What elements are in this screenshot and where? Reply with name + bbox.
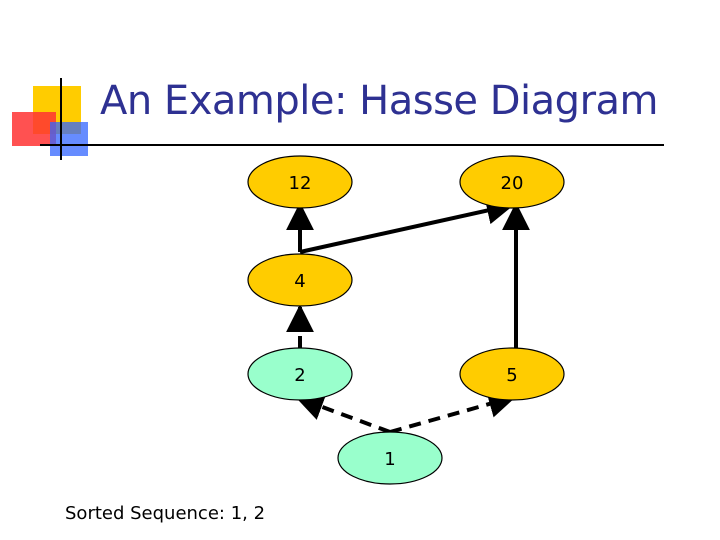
edge-n1-n2 bbox=[295, 393, 391, 434]
edge-n4-n20 bbox=[299, 196, 515, 254]
node-1-label: 1 bbox=[384, 449, 395, 470]
deco-red-square bbox=[12, 112, 56, 146]
edge-n1-n5 bbox=[389, 390, 517, 434]
node-12: 12 bbox=[247, 155, 353, 209]
deco-blue-square bbox=[50, 122, 88, 156]
node-5-label: 5 bbox=[506, 365, 517, 386]
node-2-label: 2 bbox=[294, 365, 305, 386]
node-20-label: 20 bbox=[501, 173, 524, 194]
node-5-shape bbox=[459, 347, 565, 401]
node-5: 5 bbox=[459, 347, 565, 401]
node-20-shape bbox=[459, 155, 565, 209]
node-4-label: 4 bbox=[294, 271, 305, 292]
node-12-label: 12 bbox=[289, 173, 312, 194]
node-12-shape bbox=[247, 155, 353, 209]
node-2-shape bbox=[247, 347, 353, 401]
node-20: 20 bbox=[459, 155, 565, 209]
node-1: 1 bbox=[337, 431, 443, 485]
node-1-shape bbox=[337, 431, 443, 485]
node-2: 2 bbox=[247, 347, 353, 401]
node-4: 4 bbox=[247, 253, 353, 307]
node-4-shape bbox=[247, 253, 353, 307]
sorted-sequence-label: Sorted Sequence: 1, 2 bbox=[65, 503, 266, 524]
edges bbox=[286, 196, 530, 434]
page-title: An Example: Hasse Diagram bbox=[100, 78, 659, 124]
nodes: 12 20 4 2 5 1 bbox=[247, 155, 565, 485]
